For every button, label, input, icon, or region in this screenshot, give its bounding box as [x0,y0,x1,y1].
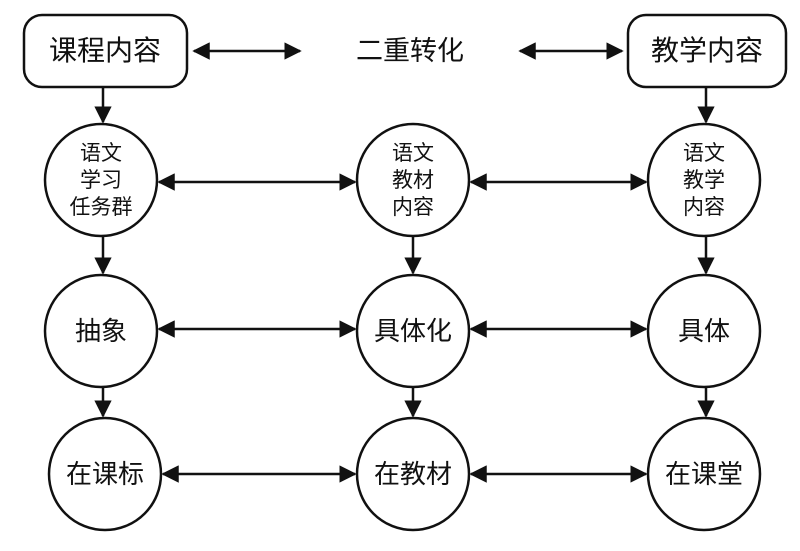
chinese-teaching-content-line-1: 语文 [683,141,725,165]
concrete-label: 具体 [678,317,730,347]
concretization-label: 具体化 [374,317,452,347]
course-content-box [22,13,189,89]
concrete-node [646,273,762,389]
in-classroom-label: 在课堂 [665,460,743,490]
teaching-content-label: 教学内容 [651,34,763,67]
chinese-textbook-content-line-3: 内容 [392,195,434,219]
chinese-learning-task-group-line-3: 任务群 [70,195,133,219]
abstract-node [43,273,159,389]
chinese-teaching-content-node [646,122,762,238]
chinese-learning-task-group-node [43,122,159,238]
in-curriculum-standard-node [47,416,163,532]
in-textbook-node [355,416,471,532]
course-content-label: 课程内容 [49,34,161,67]
chinese-textbook-content-line-2: 教材 [392,168,434,192]
in-textbook-label: 在教材 [374,460,452,490]
in-curriculum-standard-label: 在课标 [66,460,144,490]
chinese-teaching-content-line-3: 内容 [683,195,725,219]
chinese-teaching-content-line-2: 教学 [683,168,725,192]
chinese-textbook-content-line-1: 语文 [392,141,434,165]
chinese-learning-task-group-line-1: 语文 [80,141,122,165]
abstract-label: 抽象 [75,317,127,347]
in-classroom-node [646,416,762,532]
dual-transformation-label: 二重转化 [356,36,464,67]
chinese-learning-task-group-line-2: 学习 [80,168,122,192]
